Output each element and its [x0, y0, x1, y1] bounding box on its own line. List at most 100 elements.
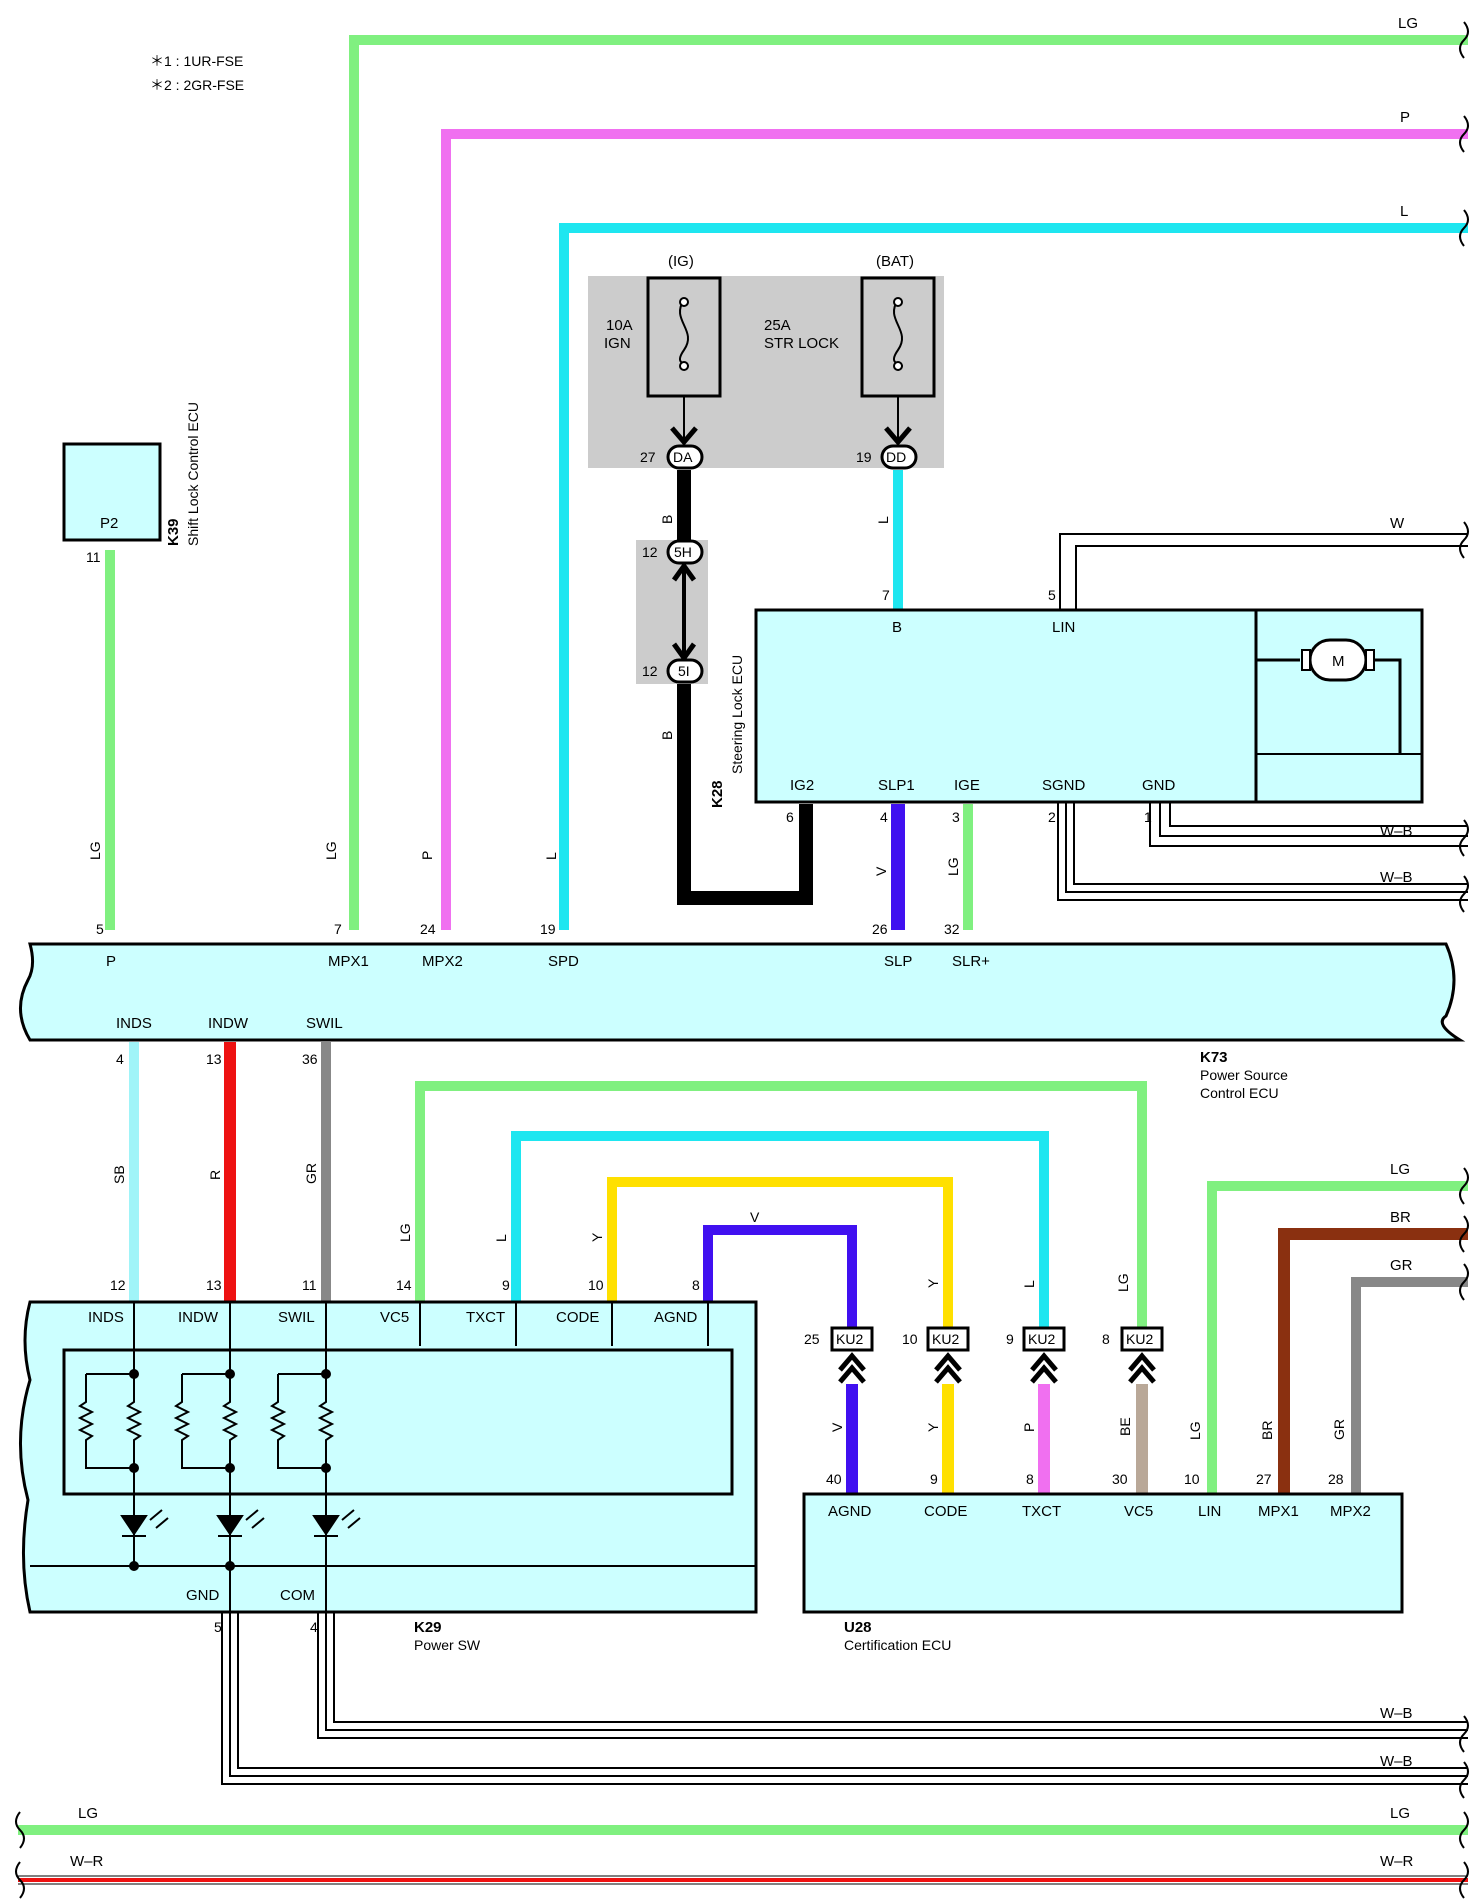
break-marks-bottom: [15, 1811, 1469, 1899]
k73-term-swil: SWIL: [306, 1015, 343, 1032]
label-p-top: P: [1400, 109, 1410, 126]
ku2-pin-1: 25: [804, 1331, 820, 1347]
wire-label-lg-lin: LG: [1187, 1421, 1203, 1440]
motor-label: M: [1332, 653, 1345, 670]
k29-pin-vc5: 14: [396, 1277, 412, 1293]
fuse-ig-name: IGN: [604, 335, 631, 352]
k73-pin-slp: 26: [872, 921, 888, 937]
k29-pin-code: 10: [588, 1277, 604, 1293]
u28-term-txct: TXCT: [1022, 1503, 1061, 1520]
label-lg-bottom-left: LG: [78, 1805, 98, 1822]
wire-label-v-u28: V: [829, 1422, 845, 1432]
wire-label-lg-slr: LG: [945, 857, 961, 876]
k28-term-ig2: IG2: [790, 777, 814, 794]
k28-pin-b: 7: [882, 587, 890, 603]
k29-term-vc5: VC5: [380, 1309, 409, 1326]
label-lg-cert: LG: [1390, 1161, 1410, 1178]
fuse-ig-supply: (IG): [668, 253, 694, 270]
ku2-connectors: KU2 25 KU2 10 KU2 9 KU2 8: [804, 1326, 1164, 1384]
k73-pin-mpx2: 24: [420, 921, 436, 937]
k73-term-mpx2: MPX2: [422, 953, 463, 970]
k29-power-sw: INDS INDW SWIL VC5 TXCT CODE AGND 12 13 …: [19, 1277, 758, 1653]
ku2-pin-4: 8: [1102, 1331, 1110, 1347]
label-wb3: W–B: [1380, 1705, 1413, 1722]
k29-pin-agnd: 8: [692, 1277, 700, 1293]
u28-term-code: CODE: [924, 1503, 967, 1520]
wire-label-y-ku2: Y: [925, 1278, 941, 1288]
k28-term-slp1: SLP1: [878, 777, 915, 794]
k73-term-indw: INDW: [208, 1015, 249, 1032]
label-wb2: W–B: [1380, 869, 1413, 886]
label-w: W: [1390, 515, 1405, 532]
connector-dd: DD 19: [856, 426, 918, 470]
connector-da: DA 27: [640, 426, 704, 470]
wire-wr-bottom: [18, 1875, 1468, 1885]
k28-code: K28: [709, 780, 726, 808]
label-wb1: W–B: [1380, 823, 1413, 840]
k28-term-sgnd: SGND: [1042, 777, 1086, 794]
wire-label-mpx2-p: P: [419, 851, 435, 860]
wire-label-l-txct: L: [493, 1234, 509, 1242]
wire-lg-vc5: [415, 1081, 1147, 1328]
k73-pin-mpx1: 7: [334, 921, 342, 937]
u28-pin-mpx1: 27: [1256, 1471, 1272, 1487]
label-wr-bottom-left: W–R: [70, 1853, 104, 1870]
ku2-connector-vc5: KU2 8: [1102, 1326, 1164, 1384]
ku2-label-1: KU2: [836, 1331, 863, 1347]
wire-label-br-mpx1: BR: [1259, 1421, 1275, 1440]
connector-5i-pin: 12: [642, 663, 658, 679]
k29-pin-swil: 11: [302, 1277, 317, 1293]
fuse-ig-rating: 10A: [606, 317, 633, 334]
wire-label-b1: B: [659, 515, 675, 524]
connector-5h: 5H 12: [642, 539, 704, 565]
u28-term-agnd: AGND: [828, 1503, 872, 1520]
k28-term-ige: IGE: [954, 777, 980, 794]
k73-pin-p: 5: [96, 921, 104, 937]
ku2-label-2: KU2: [932, 1331, 959, 1347]
k39-shift-lock-ecu: P2 11 K39 Shift Lock Control ECU: [62, 402, 201, 565]
k73-name-2: Control ECU: [1200, 1085, 1279, 1101]
wire-label-b2: B: [659, 731, 675, 740]
u28-pin-txct: 8: [1026, 1471, 1034, 1487]
fuse-box: [588, 276, 944, 468]
wire-label-lg-ku2: LG: [1115, 1273, 1131, 1292]
k29-term-swil: SWIL: [278, 1309, 315, 1326]
ku2-connector-txct: KU2 9: [1006, 1326, 1066, 1384]
k73-term-slp: SLP: [884, 953, 912, 970]
wire-label-p-u28: P: [1021, 1423, 1037, 1432]
wire-label-k39-lg: LG: [87, 841, 103, 860]
wire-label-y-u28: Y: [925, 1422, 941, 1432]
k73-pin-slr: 32: [944, 921, 960, 937]
wire-label-r: R: [207, 1170, 223, 1180]
label-gr-cert: GR: [1390, 1257, 1413, 1274]
k73-pin-spd: 19: [540, 921, 556, 937]
k73-pin-inds: 4: [116, 1051, 124, 1067]
ku2-label-3: KU2: [1028, 1331, 1055, 1347]
u28-pin-vc5: 30: [1112, 1471, 1128, 1487]
wire-b-2: [677, 684, 813, 905]
k28-term-lin: LIN: [1052, 619, 1075, 636]
k73-term-inds: INDS: [116, 1015, 152, 1032]
fuse-bat-rating: 25A: [764, 317, 791, 334]
connector-dd-pin: 19: [856, 449, 872, 465]
ku2-connector-agnd: KU2 25: [804, 1326, 874, 1384]
u28-term-mpx2: MPX2: [1330, 1503, 1371, 1520]
note-2: ＊2 : 2GR-FSE: [150, 77, 244, 93]
k73-term-slr: SLR+: [952, 953, 990, 970]
k73-term-spd: SPD: [548, 953, 579, 970]
ku2-label-4: KU2: [1126, 1331, 1153, 1347]
break-marks-cert: [1459, 1167, 1469, 1301]
wire-label-gr: GR: [303, 1163, 319, 1184]
ku2-connector-code: KU2 10: [902, 1326, 970, 1384]
k73-power-source-ecu: 5 P 7 MPX1 24 MPX2 19 SPD 26 SLP 32 SLR+…: [18, 921, 1466, 1101]
wire-p-top: [441, 129, 1468, 930]
k28-pin-ige: 3: [952, 809, 960, 825]
u28-code: U28: [844, 1619, 872, 1636]
wire-label-mpx1-lg: LG: [323, 841, 339, 860]
wire-label-v-slp: V: [873, 866, 889, 876]
fuse-bat: (BAT) 25A STR LOCK: [764, 253, 936, 398]
k29-pin-gnd: 5: [214, 1619, 222, 1635]
k39-pin: 11: [86, 549, 101, 565]
u28-name: Certification ECU: [844, 1637, 951, 1653]
